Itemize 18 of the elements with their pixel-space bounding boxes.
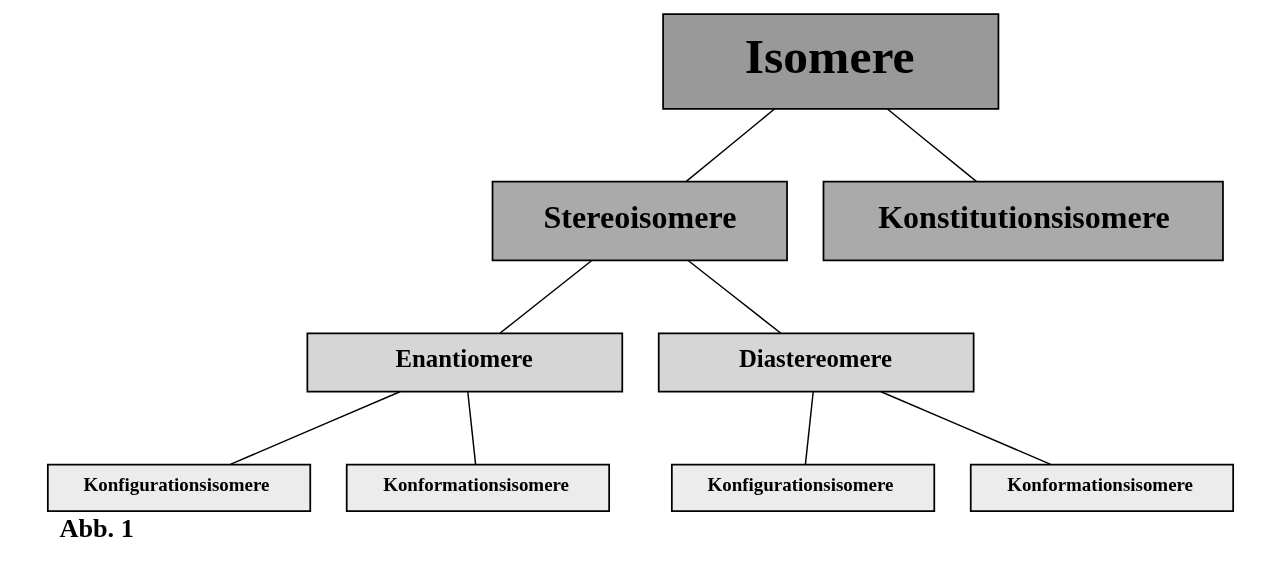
- node-box: Stereoisomere: [491, 180, 788, 262]
- node-box: Konfigurationsisomere: [670, 463, 936, 513]
- connector: [499, 259, 593, 334]
- node-box: Isomere: [662, 13, 1000, 110]
- node-box: Konfigurationsisomere: [46, 463, 312, 513]
- connector: [685, 108, 776, 183]
- node-box: Konformationsisomere: [345, 463, 611, 513]
- node-box: Konformationsisomere: [969, 463, 1235, 513]
- connector: [687, 259, 782, 334]
- connector: [880, 390, 1052, 466]
- node-box: Konstitutionsisomere: [822, 180, 1224, 262]
- connector: [886, 108, 978, 183]
- connector: [229, 390, 401, 466]
- node-box: Diastereomere: [657, 332, 975, 393]
- connector: [804, 390, 814, 466]
- caption: Abb. 1: [59, 513, 134, 543]
- connector: [467, 390, 477, 466]
- node-box: Enantiomere: [306, 332, 624, 393]
